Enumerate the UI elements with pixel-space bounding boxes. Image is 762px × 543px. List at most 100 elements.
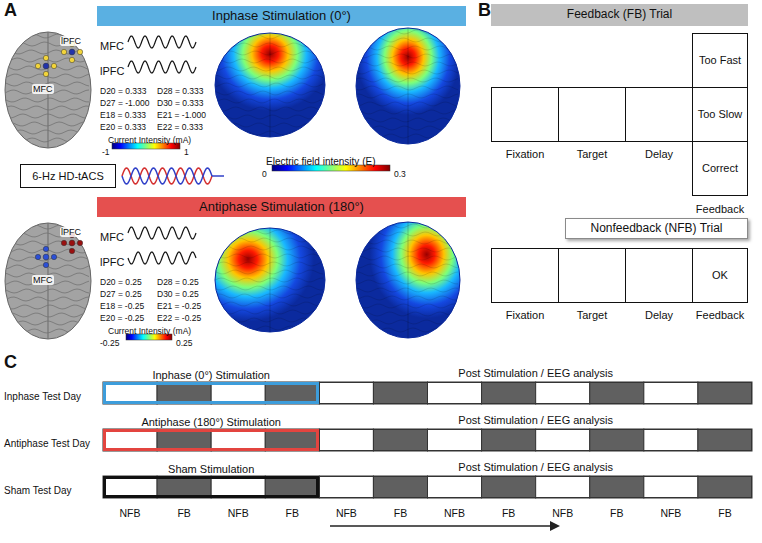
- gyri-texture: [5, 223, 89, 339]
- trial-block-cell: [590, 476, 644, 498]
- figure-label: E21 = -0.25: [157, 301, 201, 311]
- panel-letter: C: [4, 352, 17, 372]
- gyrus-line: [5, 321, 89, 325]
- feedback-screen: Too Slow: [692, 87, 748, 142]
- label-holder: lPFC: [100, 61, 124, 79]
- feedback-screen: Too Fast: [692, 33, 748, 88]
- gyrus-line: [356, 312, 458, 316]
- gyri-texture: [215, 228, 323, 332]
- figure-label: MFC: [100, 231, 124, 243]
- feedback-screen: Correct: [692, 141, 748, 196]
- panel-letter: B: [478, 0, 491, 20]
- box-label: Target: [577, 148, 608, 160]
- sine-wave: [128, 227, 196, 239]
- electrode-dot: [69, 248, 74, 253]
- text-holder: Sham Stimulation: [76, 459, 346, 477]
- label-holder: NFB: [444, 503, 465, 521]
- electrode-dot: [61, 49, 66, 54]
- figure-label: E20 = -0.25: [100, 313, 144, 323]
- gyrus-line: [215, 91, 323, 95]
- section-header: Antiphase Stimulation (180°): [97, 197, 466, 217]
- trial-block-cell: [265, 382, 319, 404]
- trial-block-cell: [319, 476, 373, 498]
- midline: [407, 222, 408, 338]
- gyrus-line: [215, 262, 323, 266]
- electrode-dot: [69, 49, 75, 55]
- label-holder: FB: [177, 503, 190, 521]
- trial-block-cell: [103, 476, 157, 498]
- panel-letter: A: [4, 0, 17, 20]
- figure-label: E18 = 0.333: [100, 110, 146, 120]
- figure-label: FB: [177, 507, 190, 519]
- gyrus-line: [356, 118, 458, 122]
- gyrus-line: [5, 114, 89, 118]
- trial-block-cell: [157, 476, 211, 498]
- trial-screen: Fixation: [491, 248, 559, 303]
- box-text: Too Slow: [698, 108, 743, 121]
- field-map-brain: [356, 28, 460, 144]
- label-holder: 0.3: [394, 163, 406, 181]
- box-text: OK: [712, 269, 728, 282]
- gyri-texture: [215, 33, 323, 137]
- label-holder: FB: [394, 503, 407, 521]
- electrode-dot: [43, 55, 48, 60]
- box-label: Post Stimulation / EEG analysis: [458, 414, 613, 426]
- stimulation-block: Sham Stimulation: [103, 476, 319, 498]
- label-holder: NFB: [336, 503, 357, 521]
- gyrus-line: [215, 99, 323, 103]
- box-label: Post Stimulation / EEG analysis: [458, 367, 613, 379]
- figure-label: E21 = -1.000: [157, 110, 206, 120]
- gyrus-line: [5, 289, 89, 293]
- figure-label: NFB: [552, 507, 573, 519]
- figure-label: 0.25: [176, 338, 193, 348]
- gyrus-line: [356, 78, 458, 82]
- figure-label: NFB: [660, 507, 681, 519]
- gyrus-line: [215, 286, 323, 290]
- trial-block-cell: [644, 476, 698, 498]
- gyrus-line: [215, 302, 323, 306]
- gyrus-line: [356, 70, 458, 74]
- text-holder: Target: [529, 305, 655, 323]
- gyrus-line: [215, 294, 323, 298]
- trial-block-cell: [644, 382, 698, 404]
- electrode-dot: [43, 254, 49, 260]
- time-arrowhead: [550, 521, 560, 531]
- brain-outline: [5, 223, 91, 339]
- feedback-column: Too FastToo SlowCorrectFeedback: [692, 33, 748, 196]
- gyrus-line: [5, 98, 89, 102]
- box-text: Nonfeedback (NFB) Trial: [590, 222, 722, 236]
- label-holder: lPFC: [100, 252, 124, 270]
- figure-label: MFC: [32, 275, 54, 285]
- gyrus-line: [356, 264, 458, 268]
- gyrus-line: [356, 30, 458, 34]
- stimulation-block: Antiphase (180°) Stimulation: [103, 429, 319, 451]
- gyrus-line: [5, 122, 89, 126]
- gyri-texture: [356, 222, 458, 338]
- trial-block-cell: [373, 476, 427, 498]
- trial-block-cell: [373, 429, 427, 451]
- figure-label: NFB: [336, 507, 357, 519]
- label-holder: FB: [286, 503, 299, 521]
- label-holder: MFC: [100, 227, 124, 245]
- trial-screen: Fixation: [491, 87, 559, 142]
- box-label: Delay: [645, 148, 673, 160]
- figure-label: Inphase Test Day: [4, 391, 81, 402]
- trial-block-cell: [590, 382, 644, 404]
- figure-label: MFC: [100, 40, 124, 52]
- gyrus-line: [215, 230, 323, 234]
- gyrus-line: [215, 123, 323, 127]
- figure-label: NFB: [444, 507, 465, 519]
- gyrus-line: [356, 328, 458, 332]
- figure-label: 0: [262, 169, 267, 179]
- trial-block-cell: [698, 382, 752, 404]
- trial-block-cell: [482, 429, 536, 451]
- electrode-dot: [77, 240, 82, 245]
- gyrus-line: [356, 240, 458, 244]
- midline: [269, 228, 270, 332]
- field-map-brain: [215, 228, 325, 332]
- figure-label: FB: [610, 507, 623, 519]
- box-text: Antiphase Stimulation (180°): [199, 200, 364, 215]
- text-holder: Post Stimulation / EEG analysis: [290, 410, 762, 428]
